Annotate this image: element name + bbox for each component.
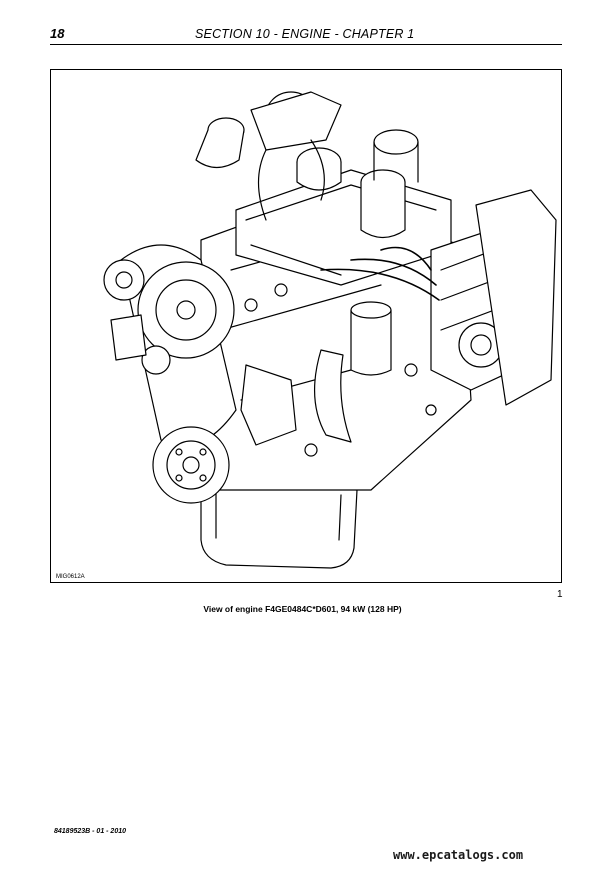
drawing-code: MIG0612A xyxy=(56,574,85,580)
engine-illustration xyxy=(103,91,557,569)
figure-number: 1 xyxy=(557,589,563,600)
page-number: 18 xyxy=(50,26,65,41)
section-title: SECTION 10 - ENGINE - CHAPTER 1 xyxy=(195,27,415,41)
document-id: 84189523B - 01 - 2010 xyxy=(54,828,126,835)
header-rule xyxy=(50,44,562,45)
watermark-url: www.epcatalogs.com xyxy=(393,848,524,862)
figure-caption: View of engine F4GE0484C*D601, 94 kW (12… xyxy=(203,604,402,614)
engine-figure: MIG0612A xyxy=(50,69,562,583)
